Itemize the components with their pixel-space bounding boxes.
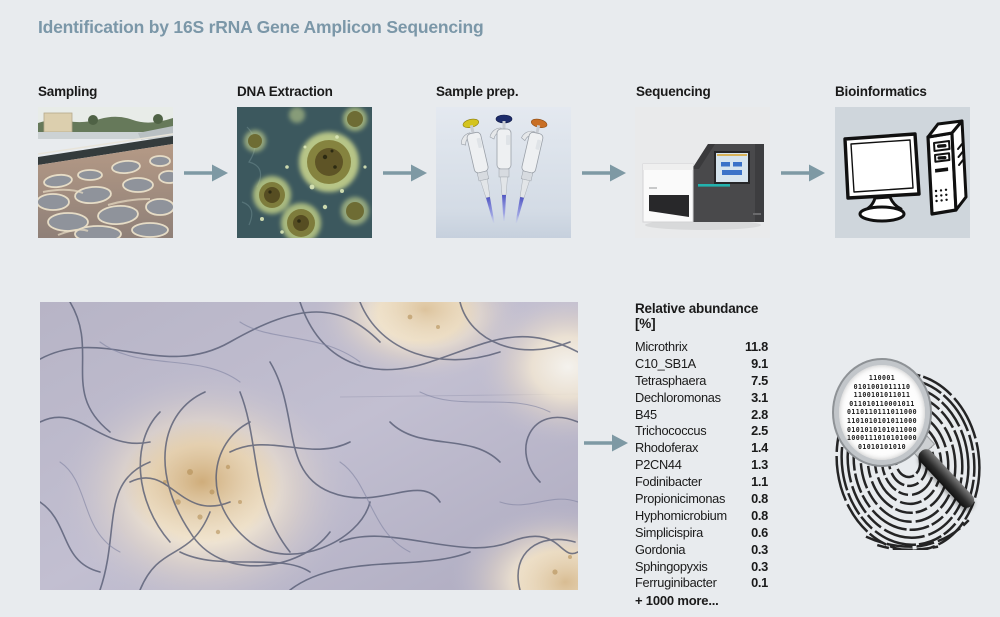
table-footer: + 1000 more...: [635, 593, 719, 609]
binary-line: 01010101010: [857, 442, 907, 451]
abundance-value: 2.5: [751, 423, 768, 439]
table-header: Relative abundance [%]: [635, 301, 759, 331]
taxon-name: Dechloromonas: [635, 389, 721, 405]
binary-line: 011010110001011: [849, 399, 915, 408]
magnifier-lens: 110001 0101001011110 1100101011011 01101…: [834, 360, 930, 465]
abundance-value: 0.1: [751, 575, 768, 591]
abundance-value: 1.3: [751, 457, 768, 473]
abundance-value: 0.3: [751, 541, 768, 557]
taxon-name: Trichococcus: [635, 423, 707, 439]
step-label-sample-prep: Sample prep.: [436, 84, 519, 99]
abundance-value: 0.8: [751, 507, 768, 523]
table-row: Dechloromonas 3.1: [635, 390, 768, 407]
abundance-value: 0.8: [751, 491, 768, 507]
pipettes-illustration: [436, 107, 571, 238]
computer-sketch: [835, 107, 970, 238]
step-label-dna-extraction: DNA Extraction: [237, 84, 333, 99]
arrow-right-icon: [584, 434, 628, 452]
table-row: Rhodoferax 1.4: [635, 440, 768, 457]
table-row: Propionicimonas 0.8: [635, 491, 768, 508]
arrow-right-icon: [582, 164, 626, 182]
table-row: Hyphomicrobium 0.8: [635, 508, 768, 525]
abundance-value: 11.8: [744, 339, 768, 354]
abundance-value: 3.1: [751, 389, 768, 405]
sampling-photo: [38, 107, 173, 238]
taxon-name: C10_SB1A: [635, 355, 696, 371]
table-row: B45 2.8: [635, 407, 768, 424]
binary-line: 0110110111011000: [847, 408, 917, 417]
binary-line: 0101001011110: [853, 382, 911, 391]
taxon-name: B45: [635, 406, 657, 422]
table-row: Ferruginibacter 0.1: [635, 575, 768, 592]
table-row: Sphingopyxis 0.3: [635, 559, 768, 576]
abundance-value: 7.5: [751, 372, 768, 388]
binary-line: 1101010101011000: [847, 416, 917, 425]
step-label-sampling: Sampling: [38, 84, 98, 99]
taxon-name: Sphingopyxis: [635, 558, 708, 574]
binary-line: 0101010101011000: [847, 425, 917, 434]
taxon-name: Fodinibacter: [635, 474, 702, 490]
arrow-right-icon: [781, 164, 825, 182]
binary-line: 110001: [868, 374, 896, 382]
abundance-value: 2.8: [751, 406, 768, 422]
binary-line: 1100101011011: [853, 391, 911, 400]
page-title: Identification by 16S rRNA Gene Amplicon…: [38, 17, 484, 37]
table-row: C10_SB1A 9.1: [635, 356, 768, 373]
abundance-value: 1.1: [751, 474, 768, 490]
taxon-name: Propionicimonas: [635, 491, 726, 507]
table-row: Tetrasphaera 7.5: [635, 373, 768, 390]
taxon-name: Rhodoferax: [635, 440, 699, 456]
binary-line: 1000111010101000: [847, 434, 917, 443]
taxon-name: Gordonia: [635, 541, 686, 557]
taxon-name: Simplicispira: [635, 524, 703, 540]
table-row: P2CN44 1.3: [635, 457, 768, 474]
table-row: Trichococcus 2.5: [635, 423, 768, 440]
table-row: Fodinibacter 1.1: [635, 474, 768, 491]
step-label-sequencing: Sequencing: [636, 84, 711, 99]
step-label-bioinformatics: Bioinformatics: [835, 84, 927, 99]
taxon-name: Hyphomicrobium: [635, 507, 727, 523]
arrow-right-icon: [184, 164, 228, 182]
taxon-name: Ferruginibacter: [635, 575, 717, 591]
abundance-value: 1.4: [751, 440, 768, 456]
relative-abundance-table: Relative abundance [%] Microthrix 11.8 C1…: [635, 301, 768, 609]
abundance-value: 9.1: [751, 355, 768, 371]
fingerprint-magnifier-icon: 110001 0101001011110 1100101011011 01101…: [826, 350, 990, 550]
dna-extraction-micrograph: [237, 107, 372, 238]
dna-sequencer-photo: [635, 107, 770, 238]
phase-contrast-micrograph: [40, 302, 578, 590]
taxon-name: P2CN44: [635, 457, 682, 473]
table-row: Microthrix 11.8: [635, 339, 768, 356]
table-row: Gordonia 0.3: [635, 542, 768, 559]
table-row: Simplicispira 0.6: [635, 525, 768, 542]
taxon-name: Microthrix: [635, 339, 688, 354]
taxon-name: Tetrasphaera: [635, 372, 707, 388]
arrow-right-icon: [383, 164, 427, 182]
abundance-value: 0.6: [751, 524, 768, 540]
abundance-value: 0.3: [751, 558, 768, 574]
